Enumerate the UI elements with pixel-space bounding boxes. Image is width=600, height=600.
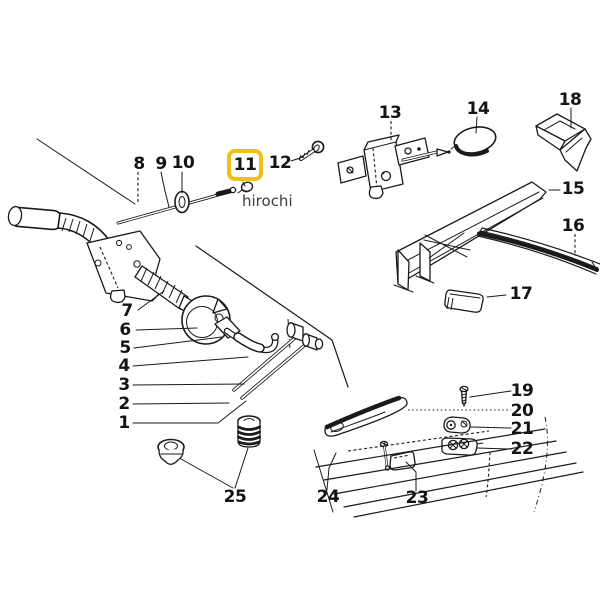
cable-clamp-21	[443, 416, 471, 434]
part-label-22: 22	[510, 439, 534, 459]
part-label-25: 25	[223, 487, 247, 507]
part-label-7: 7	[121, 301, 133, 321]
screw-part-12	[298, 140, 325, 161]
part-label-12: 12	[268, 153, 292, 173]
part-label-18: 18	[558, 90, 582, 110]
part-label-10: 10	[171, 153, 195, 173]
part-label-2: 2	[118, 394, 130, 414]
sleeve-17	[444, 289, 484, 313]
sill-trim-strip-20	[324, 395, 408, 437]
watermark-text: hirochi	[242, 192, 293, 210]
leader-lines	[132, 107, 576, 492]
part-label-17: 17	[509, 284, 533, 304]
brake-cable-end	[223, 327, 280, 354]
part-label-11: 11	[233, 155, 257, 175]
part-label-13: 13	[378, 103, 402, 123]
sill-panel	[313, 416, 584, 518]
part-label-23: 23	[405, 488, 429, 508]
rail-15	[393, 181, 547, 293]
long-cable-and-rod	[36, 138, 237, 225]
handbrake-lever	[7, 205, 165, 304]
part-label-14: 14	[466, 99, 490, 119]
part-label-9: 9	[155, 154, 167, 174]
part-label-24: 24	[316, 487, 340, 507]
part-label-21: 21	[510, 419, 534, 439]
part-label-3: 3	[118, 375, 130, 395]
part-11-highlight-box: 11	[227, 149, 263, 181]
part-label-5: 5	[119, 338, 131, 358]
screw-19	[459, 385, 469, 408]
support-bracket-13	[337, 134, 451, 200]
part-label-4: 4	[118, 356, 130, 376]
part-label-19: 19	[510, 381, 534, 401]
part-label-15: 15	[561, 179, 585, 199]
molding-16	[477, 227, 600, 275]
grommet-and-bushing-25	[157, 415, 261, 465]
plug-disc-14	[450, 126, 497, 157]
part-label-16: 16	[561, 216, 585, 236]
part-label-6: 6	[119, 320, 131, 340]
part-label-1: 1	[118, 413, 130, 433]
brake-rods-and-bushings	[232, 322, 324, 400]
part-label-8: 8	[133, 154, 145, 174]
part-label-20: 20	[510, 401, 534, 421]
bracket-18	[535, 113, 592, 172]
